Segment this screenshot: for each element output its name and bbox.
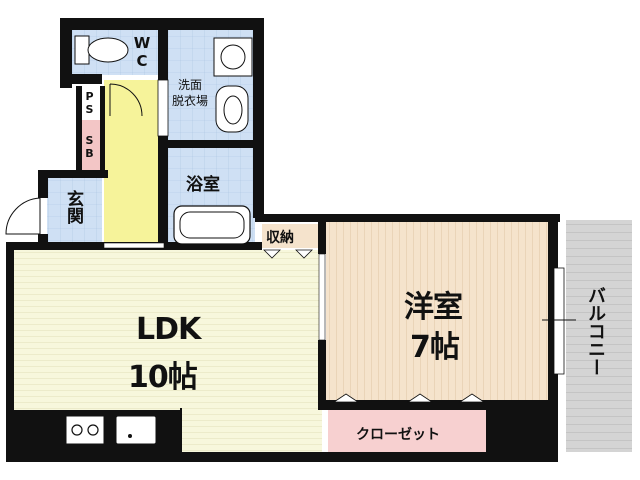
closet-floor bbox=[328, 410, 486, 456]
balcony-floor bbox=[566, 220, 632, 452]
ldk-size-label: 10帖 bbox=[128, 360, 198, 395]
ps-label: PS bbox=[83, 90, 96, 116]
entrance-door bbox=[5, 197, 41, 235]
storage-label: 収納 bbox=[266, 230, 294, 246]
washroom-label-line2: 脱衣場 bbox=[172, 94, 209, 108]
ldk-floor bbox=[14, 250, 322, 415]
closet-label: クローゼット bbox=[356, 427, 440, 443]
sb-label: SB bbox=[83, 134, 96, 160]
closet-doors bbox=[263, 249, 486, 403]
stove-burner-left bbox=[71, 424, 83, 436]
sb-shaft bbox=[82, 120, 100, 170]
ldk-sliding-door bbox=[103, 242, 165, 249]
toilet-bowl bbox=[87, 37, 129, 63]
ldk-floor-lower bbox=[180, 412, 322, 452]
washbasin bbox=[215, 85, 249, 133]
washroom-label-line1: 洗面 bbox=[178, 78, 203, 92]
washing-machine-drum bbox=[220, 44, 246, 70]
bath-label: 浴室 bbox=[186, 175, 220, 195]
washroom-door bbox=[157, 79, 169, 137]
washbasin-bowl bbox=[223, 95, 243, 125]
western-name-label: 洋室 bbox=[404, 290, 463, 325]
toilet-tank bbox=[74, 35, 90, 65]
western-sliding-door bbox=[318, 253, 326, 341]
sink-drain bbox=[128, 434, 132, 438]
entrance-label: 玄関 bbox=[63, 190, 83, 224]
balcony-label: バルコニー bbox=[585, 286, 606, 376]
ps-shaft bbox=[82, 86, 100, 116]
wc-door bbox=[109, 83, 143, 117]
corridor-floor bbox=[104, 80, 164, 245]
bathtub-inner bbox=[179, 211, 245, 239]
western-floor bbox=[326, 222, 556, 402]
washing-machine bbox=[213, 37, 253, 77]
entrance-floor bbox=[47, 176, 102, 243]
balcony-window bbox=[553, 267, 565, 375]
western-size-label: 7帖 bbox=[410, 330, 460, 365]
stove-burner-right bbox=[87, 424, 99, 436]
bathtub bbox=[173, 205, 251, 245]
sink bbox=[115, 415, 157, 445]
wc-label: WC bbox=[133, 34, 151, 70]
ldk-name-label: LDK bbox=[136, 312, 201, 347]
storage-floor bbox=[262, 224, 320, 248]
